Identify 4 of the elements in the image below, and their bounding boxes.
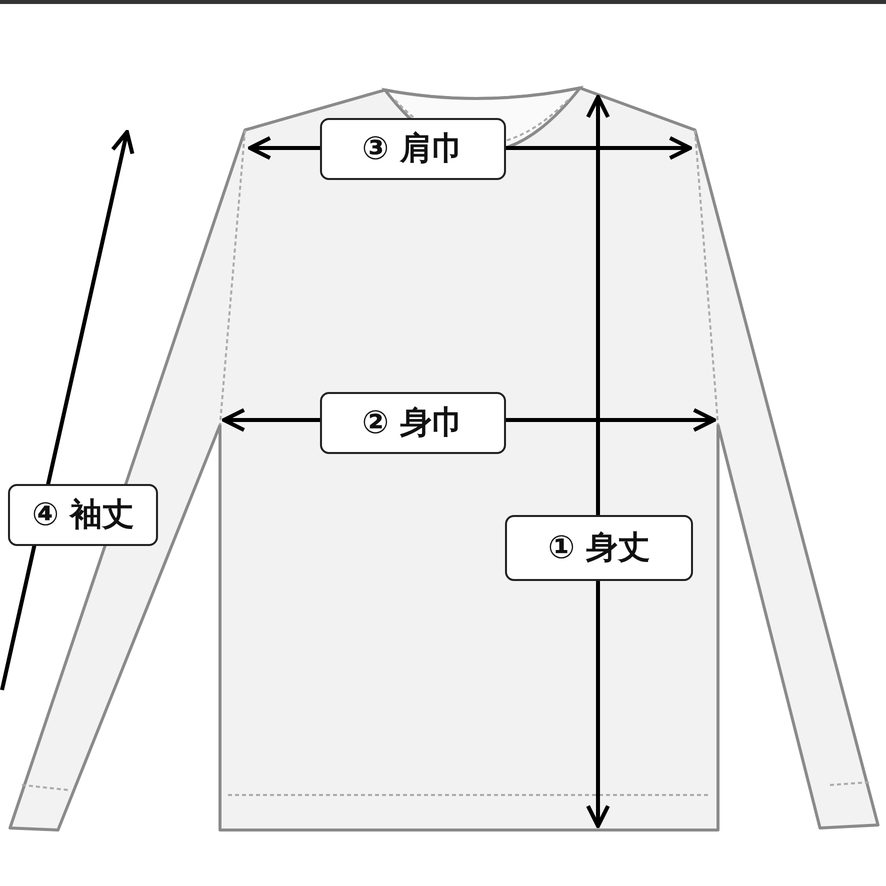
dimension-label: ② 身巾 (320, 392, 506, 454)
dimension-label: ④ 袖丈 (8, 484, 158, 546)
dimension-label: ③ 肩巾 (320, 118, 506, 180)
dimension-label: ① 身丈 (505, 515, 693, 581)
